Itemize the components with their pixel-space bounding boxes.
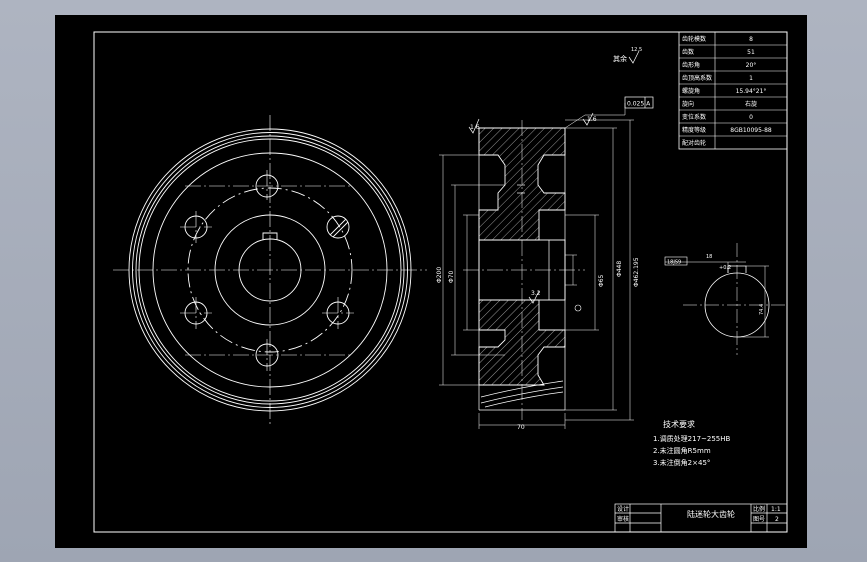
- keyway-dim-label: 18JS9: [667, 260, 681, 266]
- roughness-value: 12.5: [631, 47, 642, 53]
- surface-mark-left-label: 1.6: [470, 124, 480, 131]
- param-label: 齿数: [682, 48, 694, 56]
- title-block-title: 陆迷轮大齿轮: [687, 509, 735, 519]
- surface-mark-left: [468, 118, 480, 134]
- param-value: 15.94°21°: [736, 88, 767, 95]
- surface-mark-right: [582, 112, 594, 126]
- drawing-border: [93, 31, 788, 533]
- dim-hub-left: Φ70: [448, 270, 455, 283]
- param-value: 1: [749, 75, 753, 82]
- param-value: 8GB10095-88: [730, 127, 772, 134]
- web-hole: [326, 215, 350, 239]
- keyway: [262, 232, 278, 240]
- gear-param-table: 齿轮模数 8 齿数 51 齿形角 20° 齿顶高系数 1 螺旋角 15.94°21° 旋向 右旋变位系…: [678, 31, 788, 150]
- param-label: 齿形角: [682, 61, 700, 69]
- keyway-detail: [664, 243, 785, 355]
- keyway-dim-depth: 74.4: [759, 304, 765, 315]
- keyway-dim-side: +0.2: [719, 265, 731, 271]
- datum-circle: [574, 304, 582, 312]
- gear-drawing: 0.025 A 1.6 1.6 3.2 70 Φ200 Φ70 Φ65 Φ448…: [93, 31, 788, 533]
- designer-label: 设计: [617, 505, 629, 513]
- dim-hub-right: Φ65: [598, 274, 605, 287]
- tech-req-item: 3.未注倒角2×45°: [653, 458, 710, 467]
- keyway-dim-width: 18: [706, 254, 712, 260]
- tech-requirements: 技术要求 1.调质处理217~255HB 2.未注圆角R5mm 3.未注倒角2×…: [653, 419, 731, 467]
- param-value: 0: [749, 114, 753, 121]
- drawing-no-value: 2: [775, 516, 779, 523]
- param-label: 齿轮模数: [682, 35, 706, 43]
- dim-face-width: 70: [517, 424, 525, 431]
- surface-mark-bore: [528, 290, 540, 304]
- param-label: 变位系数: [682, 113, 706, 121]
- scale-label: 比例: [753, 505, 765, 513]
- param-label: 旋向: [682, 100, 694, 108]
- roughness-note: 其余: [613, 54, 627, 63]
- section-view: [439, 103, 634, 429]
- param-value: 51: [747, 49, 755, 56]
- tech-req-item: 2.未注圆角R5mm: [653, 446, 711, 455]
- tolerance-frame-text: 0.025 A: [627, 101, 651, 108]
- checker-label: 审核: [617, 515, 629, 523]
- tech-req-item: 1.调质处理217~255HB: [653, 434, 731, 443]
- param-label: 配对齿轮: [682, 139, 706, 147]
- surface-mark-bore-label: 3.2: [531, 290, 541, 297]
- param-value: 20°: [746, 62, 757, 69]
- dim-bore-left: Φ200: [436, 267, 443, 283]
- dim-root: Φ462.195: [633, 257, 640, 287]
- scale-value: 1:1: [771, 506, 781, 513]
- surface-mark-right-label: 1.6: [587, 116, 597, 123]
- param-label: 精度等级: [682, 126, 706, 134]
- tolerance-frame: 0.025 A: [624, 96, 654, 109]
- param-value: 8: [749, 36, 753, 43]
- param-label: 螺旋角: [682, 87, 700, 95]
- param-label: 齿顶高系数: [682, 74, 712, 82]
- param-value: 右旋: [745, 100, 757, 108]
- dim-outer: Φ448: [616, 261, 623, 277]
- title-block: [614, 503, 788, 533]
- drawing-no-label: 图号: [753, 516, 765, 523]
- tech-req-heading: 技术要求: [663, 419, 695, 429]
- drawing-sheet[interactable]: 0.025 A 1.6 1.6 3.2 70 Φ200 Φ70 Φ65 Φ448…: [55, 15, 807, 548]
